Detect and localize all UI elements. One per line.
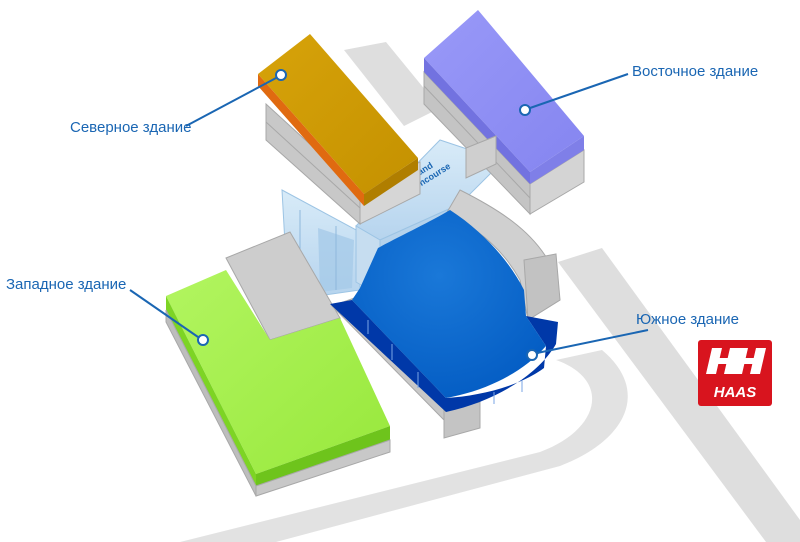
leader-west xyxy=(129,289,199,338)
leader-lines xyxy=(129,73,649,354)
leader-east xyxy=(529,73,629,109)
label-east-building[interactable]: Восточное здание xyxy=(632,63,759,80)
east-building[interactable] xyxy=(423,10,585,216)
haas-logo-text: HAAS xyxy=(714,384,757,401)
road-south-curve xyxy=(180,350,628,542)
haas-logo[interactable]: HAAS xyxy=(698,340,772,406)
haas-logo-mark xyxy=(706,348,766,374)
roads xyxy=(180,42,800,542)
north-building[interactable] xyxy=(258,34,421,226)
north-marker[interactable] xyxy=(275,69,287,81)
label-north-building[interactable]: Северное здание xyxy=(70,119,192,136)
west-marker[interactable] xyxy=(197,334,209,346)
east-marker[interactable] xyxy=(519,104,531,116)
label-south-building[interactable]: Южное здание xyxy=(636,311,739,328)
leader-north xyxy=(185,77,277,127)
south-building[interactable] xyxy=(330,210,558,439)
leader-south xyxy=(536,329,649,354)
west-building[interactable] xyxy=(165,270,391,497)
south-wing-connector xyxy=(445,135,561,321)
road-north xyxy=(344,42,440,126)
label-west-building[interactable]: Западное здание xyxy=(6,276,127,293)
south-marker[interactable] xyxy=(526,349,538,361)
road-east-diagonal xyxy=(558,248,800,542)
